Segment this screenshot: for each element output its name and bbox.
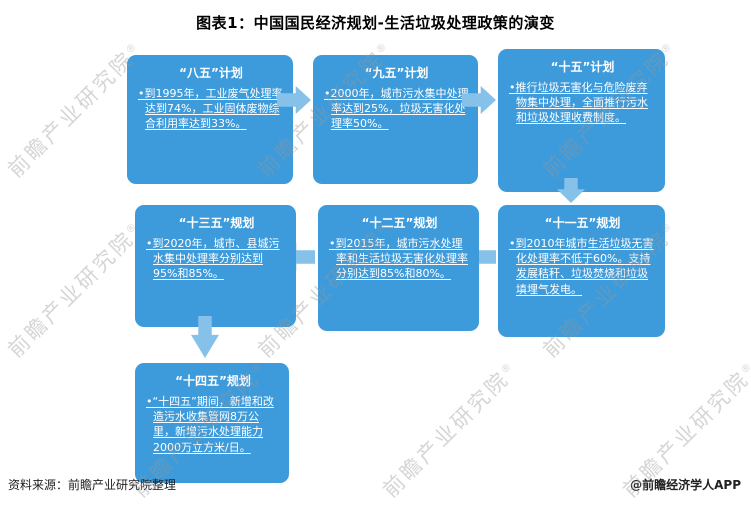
plan-box-body: •到2015年，城市污水处理率和生活垃圾无害化处理率分别达到85%和80%。 — [329, 237, 468, 281]
plan-box-title: “九五”计划 — [364, 66, 429, 80]
watermark-text: 前瞻产业研究院 — [3, 226, 140, 363]
registered-mark: ® — [739, 361, 751, 377]
plan-box-85: “八五”计划 •到1995年，工业废气处理率达到74%，工业固体废物综合利用率达… — [127, 55, 293, 184]
plan-box-body: •到2020年，城市、县城污水集中处理率分别达到95%和85%。 — [146, 237, 280, 281]
watermark: 前瞻产业研究院® — [0, 216, 147, 363]
plan-box-body: •2000年，城市污水集中处理率达到25%，垃圾无害化处理率50%。 — [324, 87, 469, 131]
plan-box-title: “十五”计划 — [550, 60, 615, 74]
plan-box-title: “八五”计划 — [179, 66, 243, 80]
watermark-text: 前瞻产业研究院 — [3, 46, 140, 183]
plan-box-body: •推行垃圾无害化与危险废弃物集中处理，全面推行污水和垃圾处理收费制度。 — [509, 81, 648, 125]
plan-box-title: “十二五”规划 — [361, 216, 438, 230]
plan-box-95: “九五”计划 •2000年，城市污水集中处理率达到25%，垃圾无害化处理率50%… — [313, 55, 478, 184]
source-note: 资料来源：前瞻产业研究院整理 — [8, 478, 177, 492]
plan-box-body: •到2010年城市生活垃圾无害化处理率不低于60%。支持发展秸秆、垃圾焚烧和垃圾… — [509, 237, 654, 296]
plan-box-title: “十四五”规划 — [175, 374, 251, 388]
registered-mark: ® — [499, 361, 515, 377]
page-title: 图表1：中国国民经济规划-生活垃圾处理政策的演变 — [196, 14, 555, 32]
watermark: 前瞻产业研究院® — [375, 356, 522, 503]
plan-box-10-5: “十五”计划 •推行垃圾无害化与危险废弃物集中处理，全面推行污水和垃圾处理收费制… — [498, 49, 665, 192]
plan-box-body: •“十四五”期间，新增和改造污水收集管网8万公里，新增污水处理能力2000万立方… — [146, 395, 274, 454]
plan-box-body: •到1995年，工业废气处理率达到74%，工业固体废物综合利用率达到33%。 — [138, 87, 283, 131]
plan-box-12-5: “十二五”规划 •到2015年，城市污水处理率和生活垃圾无害化处理率分别达到85… — [318, 205, 479, 331]
plan-box-11-5: “十一五”规划 •到2010年城市生活垃圾无害化处理率不低于60%。支持发展秸秆… — [498, 205, 665, 337]
plan-box-title: “十一五”规划 — [544, 216, 621, 230]
plan-box-title: “十三五”规划 — [178, 216, 255, 230]
plan-box-13-5: “十三五”规划 •到2020年，城市、县城污水集中处理率分别达到95%和85%。 — [135, 205, 296, 327]
credit-note: @前瞻经济学人APP — [630, 478, 741, 492]
plan-box-14-5: “十四五”规划 •“十四五”期间，新增和改造污水收集管网8万公里，新增污水处理能… — [135, 363, 289, 483]
watermark: 前瞻产业研究院® — [0, 36, 147, 183]
watermark-text: 前瞻产业研究院 — [378, 366, 515, 503]
